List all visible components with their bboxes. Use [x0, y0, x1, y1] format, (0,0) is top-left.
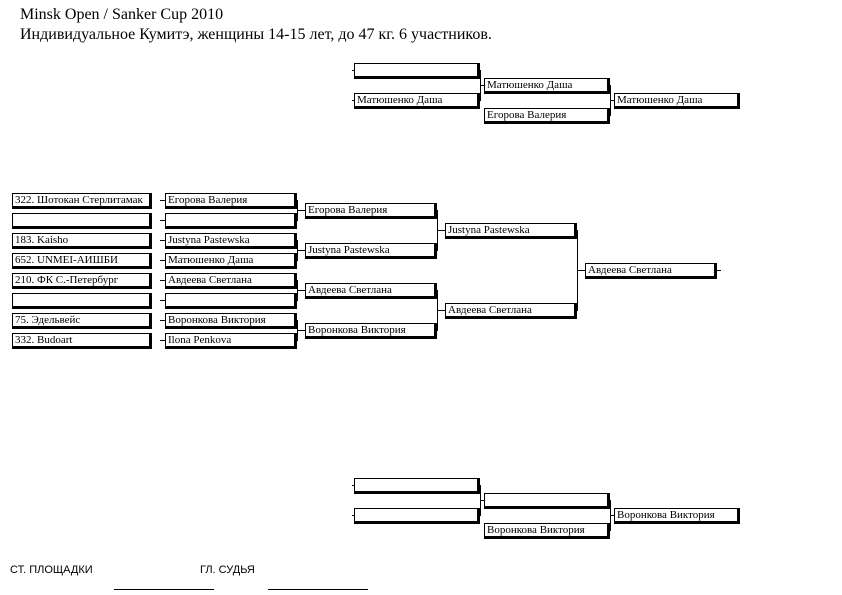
club-slot-5: 210. ФК С.-Петербург	[12, 273, 152, 289]
connector	[352, 485, 354, 486]
qf-slot-4: Воронкова Виктория	[305, 323, 437, 339]
club-slot-4: 652. UNMEI-АИШБИ	[12, 253, 152, 269]
category-subtitle: Индивидуальное Кумитэ, женщины 14-15 лет…	[20, 26, 492, 43]
site-chief-signature-line	[114, 589, 214, 590]
connector	[297, 210, 305, 211]
rep-top-r1-slot-2: Матюшенко Даша	[354, 93, 480, 109]
connector	[717, 270, 721, 271]
connector	[160, 220, 165, 221]
rep-top-r1-slot-1	[354, 63, 480, 79]
rep-bottom-r2-slot-2: Воронкова Виктория	[484, 523, 610, 539]
r1-slot-2	[165, 213, 297, 229]
connector	[610, 100, 614, 101]
connector	[297, 250, 305, 251]
connector	[352, 100, 354, 101]
tournament-title: Minsk Open / Sanker Cup 2010	[20, 6, 224, 23]
r1-slot-5: Авдеева Светлана	[165, 273, 297, 289]
club-slot-2	[12, 213, 152, 229]
r1-slot-3: Justyna Pastewska	[165, 233, 297, 249]
connector	[352, 70, 354, 71]
rep-bottom-r1-slot-2	[354, 508, 480, 524]
connector	[160, 340, 165, 341]
site-chief-label: СТ. ПЛОЩАДКИ	[10, 564, 93, 576]
connector	[610, 515, 614, 516]
qf-slot-3: Авдеева Светлана	[305, 283, 437, 299]
connector	[160, 320, 165, 321]
connector	[437, 310, 445, 311]
rep-top-winner: Матюшенко Даша	[614, 93, 740, 109]
rep-top-r2-slot-2: Егорова Валерия	[484, 108, 610, 124]
club-slot-1: 322. Шотокан Стерлитамак	[12, 193, 152, 209]
club-slot-3: 183. Kaisho	[12, 233, 152, 249]
connector	[160, 300, 165, 301]
qf-slot-2: Justyna Pastewska	[305, 243, 437, 259]
rep-top-r2-slot-1: Матюшенко Даша	[484, 78, 610, 94]
club-slot-8: 332. Budoart	[12, 333, 152, 349]
rep-bottom-winner: Воронкова Виктория	[614, 508, 740, 524]
connector	[297, 290, 305, 291]
connector	[437, 230, 445, 231]
connector	[160, 200, 165, 201]
qf-slot-1: Егорова Валерия	[305, 203, 437, 219]
chief-judge-label: ГЛ. СУДЬЯ	[200, 564, 255, 576]
r1-slot-7: Воронкова Виктория	[165, 313, 297, 329]
connector	[480, 500, 484, 501]
connector	[160, 240, 165, 241]
connector	[577, 270, 585, 271]
sf-slot-1: Justyna Pastewska	[445, 223, 577, 239]
connector	[160, 280, 165, 281]
rep-bottom-r2-slot-1	[484, 493, 610, 509]
connector	[480, 85, 484, 86]
connector	[160, 260, 165, 261]
club-slot-6	[12, 293, 152, 309]
r1-slot-4: Матюшенко Даша	[165, 253, 297, 269]
r1-slot-1: Егорова Валерия	[165, 193, 297, 209]
r1-slot-8: Ilona Penkova	[165, 333, 297, 349]
sf-slot-2: Авдеева Светлана	[445, 303, 577, 319]
chief-judge-signature-line	[268, 589, 368, 590]
connector	[297, 330, 305, 331]
r1-slot-6	[165, 293, 297, 309]
final-winner: Авдеева Светлана	[585, 263, 717, 279]
connector	[352, 515, 354, 516]
club-slot-7: 75. Эдельвейс	[12, 313, 152, 329]
rep-bottom-r1-slot-1	[354, 478, 480, 494]
